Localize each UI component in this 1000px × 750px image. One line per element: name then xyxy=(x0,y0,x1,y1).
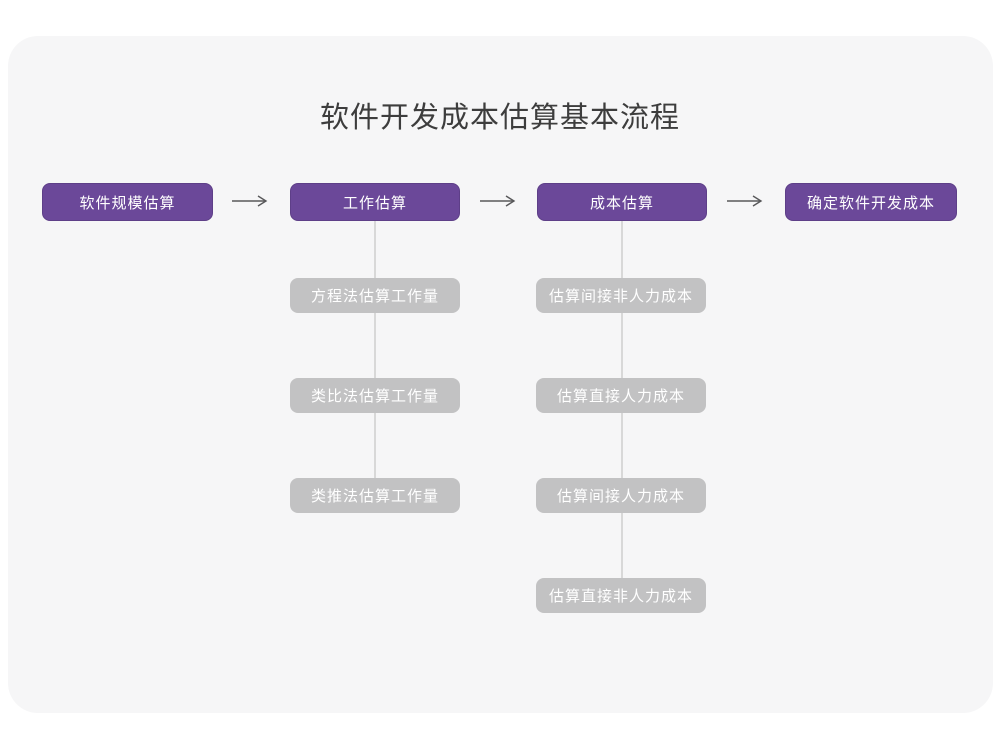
sub-node-extrapolation-method: 类推法估算工作量 xyxy=(290,478,460,513)
flow-node-label: 成本估算 xyxy=(589,194,654,212)
right-arrow-icon xyxy=(232,195,268,207)
flow-node-cost-estimation: 成本估算 xyxy=(537,183,707,221)
flow-node-software-scale-estimation: 软件规模估算 xyxy=(42,183,213,221)
sub-node-label: 估算间接非人力成本 xyxy=(548,288,693,305)
sub-node-indirect-nonlabor-cost: 估算间接非人力成本 xyxy=(536,278,706,313)
sub-node-label: 类比法估算工作量 xyxy=(310,388,439,405)
sub-node-label: 估算间接人力成本 xyxy=(556,488,685,505)
connector-line-work-estimation xyxy=(374,221,376,491)
sub-node-label: 类推法估算工作量 xyxy=(310,488,439,505)
sub-node-label: 估算直接人力成本 xyxy=(556,388,685,405)
sub-node-indirect-labor-cost: 估算间接人力成本 xyxy=(536,478,706,513)
sub-node-label: 方程法估算工作量 xyxy=(310,288,439,305)
sub-node-label: 估算直接非人力成本 xyxy=(548,588,693,605)
sub-node-direct-nonlabor-cost: 估算直接非人力成本 xyxy=(536,578,706,613)
diagram-title: 软件开发成本估算基本流程 xyxy=(319,102,680,134)
flow-node-label: 软件规模估算 xyxy=(79,194,176,212)
diagram-card xyxy=(8,36,993,713)
flow-node-work-estimation: 工作估算 xyxy=(290,183,460,221)
sub-node-equation-method: 方程法估算工作量 xyxy=(290,278,460,313)
flow-node-label: 确定软件开发成本 xyxy=(806,194,935,212)
sub-node-direct-labor-cost: 估算直接人力成本 xyxy=(536,378,706,413)
right-arrow-icon xyxy=(727,195,763,207)
sub-node-analogy-method: 类比法估算工作量 xyxy=(290,378,460,413)
right-arrow-icon xyxy=(480,195,516,207)
flow-node-label: 工作估算 xyxy=(342,194,407,212)
flow-node-determine-dev-cost: 确定软件开发成本 xyxy=(785,183,957,221)
